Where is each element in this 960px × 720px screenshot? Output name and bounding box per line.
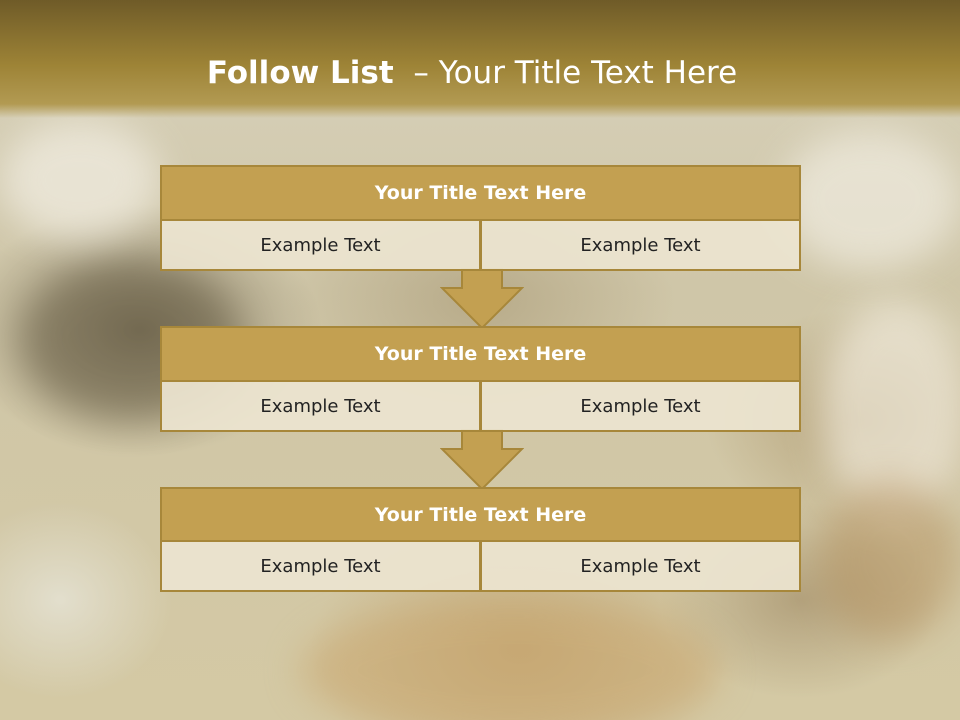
down-arrow-icon [440,268,524,330]
block-title: Your Title Text Here [160,487,801,542]
block-row: Example Text Example Text [160,221,801,271]
title-rest: – Your Title Text Here [393,55,738,91]
list-block-1: Your Title Text Here Example Text Exampl… [160,165,801,271]
block-title: Your Title Text Here [160,326,801,382]
block-cell-left: Example Text [160,382,481,432]
list-block-2: Your Title Text Here Example Text Exampl… [160,326,801,432]
block-row: Example Text Example Text [160,542,801,592]
list-block-3: Your Title Text Here Example Text Exampl… [160,487,801,592]
block-title: Your Title Text Here [160,165,801,221]
slide-title: Follow List – Your Title Text Here [0,55,944,91]
block-row: Example Text Example Text [160,382,801,432]
block-cell-right: Example Text [481,382,801,432]
down-arrow-icon [440,429,524,491]
header-banner: Follow List – Your Title Text Here [0,0,960,118]
title-strong: Follow List [206,55,394,91]
block-cell-left: Example Text [160,542,481,592]
block-cell-right: Example Text [481,221,801,271]
block-cell-left: Example Text [160,221,481,271]
block-cell-right: Example Text [481,542,801,592]
